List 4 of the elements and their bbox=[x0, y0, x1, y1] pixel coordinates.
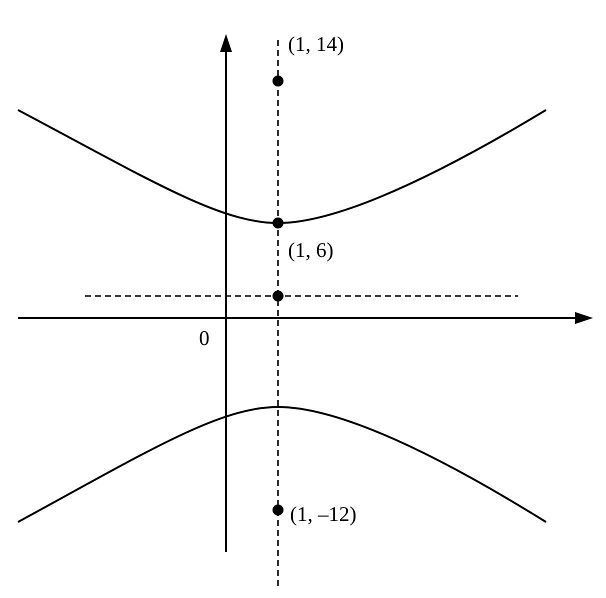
origin-label: 0 bbox=[199, 328, 210, 349]
point-label: (1, 6) bbox=[288, 240, 334, 261]
point-label: (1, –12) bbox=[290, 504, 356, 525]
point-label: (1, 14) bbox=[288, 34, 344, 55]
